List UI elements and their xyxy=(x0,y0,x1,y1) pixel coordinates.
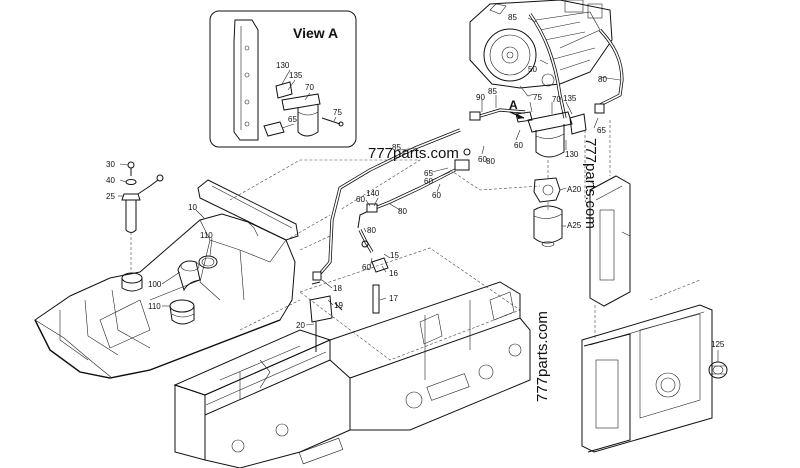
part-label: 60 xyxy=(514,141,523,150)
fuel-filter-assembly xyxy=(515,111,587,247)
label-view-65: 65 xyxy=(288,115,297,124)
leader-lines xyxy=(118,17,719,362)
part-label: 80 xyxy=(598,75,607,84)
part-label: 60 xyxy=(424,177,433,186)
part-label: 110 xyxy=(148,302,161,311)
view-a-title: View A xyxy=(293,25,338,41)
part-label: 16 xyxy=(389,269,398,278)
watermark: 777parts.com xyxy=(534,311,551,402)
fuel-level-sender xyxy=(121,161,164,270)
side-panel xyxy=(581,304,728,453)
part-label: A25 xyxy=(567,221,582,230)
part-label: 100 xyxy=(148,280,162,289)
part-label: 40 xyxy=(106,176,115,185)
part-label: 65 xyxy=(597,126,606,135)
fuel-tank xyxy=(34,213,296,379)
part-label: 25 xyxy=(106,192,115,201)
part-label: 19 xyxy=(334,301,343,310)
part-label: 85 xyxy=(488,87,497,96)
part-label: 20 xyxy=(296,321,305,330)
watermark: 777parts.com xyxy=(368,145,459,162)
part-label: 18 xyxy=(333,284,342,293)
part-label: 60 xyxy=(478,155,487,164)
part-label: 80 xyxy=(367,226,376,235)
part-label: 135 xyxy=(563,94,577,103)
part-label: 50 xyxy=(528,65,537,74)
label-view-135: 135 xyxy=(289,71,303,80)
part-label: 80 xyxy=(486,157,495,166)
part-label: 75 xyxy=(533,93,542,102)
part-label: 15 xyxy=(390,251,399,260)
view-a-callout: A xyxy=(509,98,525,119)
tank-cover-plate xyxy=(197,159,422,241)
part-label: 70 xyxy=(552,95,561,104)
part-label: 85 xyxy=(508,13,517,22)
machine-frame xyxy=(173,247,531,468)
part-label: 60 xyxy=(356,195,365,204)
part-label: 17 xyxy=(389,294,398,303)
label-view-130: 130 xyxy=(276,61,290,70)
view-a-inset: View A 130 135 70 75 65 xyxy=(209,10,357,148)
watermark: 777parts.com xyxy=(582,138,599,229)
part-label: 10 xyxy=(188,203,197,212)
part-label: 90 xyxy=(476,93,485,102)
part-label: 140 xyxy=(366,189,380,198)
engine-assembly xyxy=(469,0,613,97)
callout-letter-a: A xyxy=(509,98,518,112)
part-label: 65 xyxy=(424,169,433,178)
watermarks: 777parts.com 777parts.com 777parts.com xyxy=(368,138,599,402)
part-labels: 85 50 80 90 85 75 70 135 65 60 130 60 80… xyxy=(106,13,725,349)
part-label: A20 xyxy=(567,185,582,194)
guide-lines xyxy=(239,120,701,340)
part-label: 125 xyxy=(711,340,725,349)
part-label: 60 xyxy=(432,191,441,200)
part-label: 130 xyxy=(565,150,579,159)
fuel-hoses xyxy=(312,13,624,281)
part-label: 110 xyxy=(200,231,213,240)
part-label: 30 xyxy=(106,160,115,169)
part-label: 85 xyxy=(392,143,401,152)
mounting-bracket-right xyxy=(589,175,631,307)
label-view-75: 75 xyxy=(333,108,342,117)
part-label: 80 xyxy=(398,207,407,216)
part-label: 60 xyxy=(362,263,371,272)
label-view-70: 70 xyxy=(305,83,314,92)
